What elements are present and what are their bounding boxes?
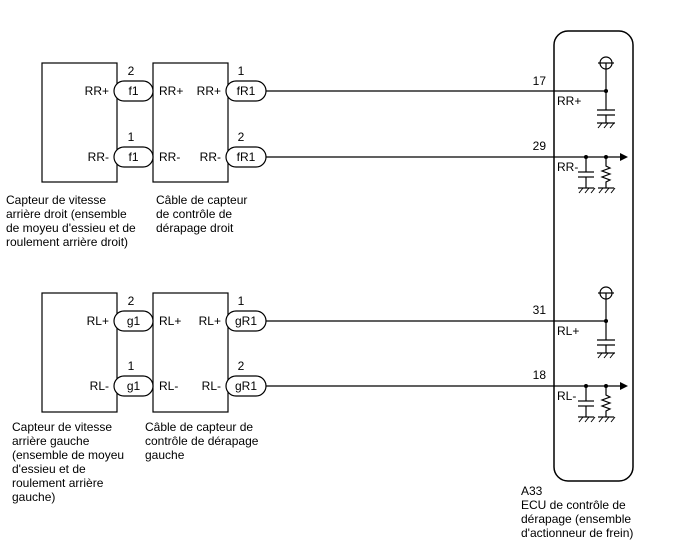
cable-box-left — [152, 292, 229, 413]
sensor-connector-label: f1 — [128, 150, 138, 164]
sensor-pin-label: RR+ — [85, 84, 109, 98]
ecu-box — [553, 30, 634, 482]
sensor-connector-label: f1 — [128, 84, 138, 98]
sensor-pin-label: RL+ — [87, 314, 109, 328]
cable-out-label: RR+ — [197, 84, 221, 98]
sensor-connector-label: g1 — [127, 379, 141, 393]
cable-in-label: RL+ — [159, 314, 181, 328]
ecu-terminal-label: RR+ — [557, 94, 581, 108]
cable-out-label: RL+ — [199, 314, 221, 328]
cable-pin-number: 2 — [238, 359, 245, 373]
cable-connector-label: fR1 — [237, 150, 256, 164]
connector-pill — [113, 375, 154, 397]
cable-in-label: RR+ — [159, 84, 183, 98]
cable-pin-number: 1 — [238, 64, 245, 78]
sensor-pin-number: 1 — [128, 130, 135, 144]
cable-out-label: RL- — [202, 379, 221, 393]
cable-out-label: RR- — [200, 150, 221, 164]
connector-pill — [225, 375, 267, 397]
cable-pin-number: 1 — [238, 294, 245, 308]
connector-pill — [113, 146, 154, 168]
sensor-connector-label: g1 — [127, 314, 141, 328]
sensor-label-left: Capteur de vitesse arrière gauche (ensem… — [12, 420, 125, 504]
ecu-code: A33 — [521, 484, 543, 498]
ecu-pin-number: 17 — [533, 74, 547, 88]
cable-label-left: Câble de capteur de contrôle de dérapage… — [145, 420, 259, 462]
connector-pill — [225, 310, 267, 332]
ecu-terminal-label: RR- — [557, 160, 578, 174]
sensor-pin-label: RL- — [90, 379, 109, 393]
cable-in-label: RR- — [159, 150, 180, 164]
cable-connector-label: gR1 — [235, 314, 257, 328]
cable-label-right: Câble de capteur de contrôle de dérapage… — [156, 193, 248, 235]
ecu-pin-number: 29 — [533, 139, 547, 153]
ecu-label: ECU de contrôle de dérapage (ensemble d'… — [521, 498, 634, 540]
cable-in-label: RL- — [159, 379, 178, 393]
cable-pin-number: 2 — [238, 130, 245, 144]
connector-pill — [225, 146, 267, 168]
sensor-pin-number: 2 — [128, 294, 135, 308]
connector-pill — [113, 310, 154, 332]
ecu-terminal-label: RL+ — [557, 324, 579, 338]
sensor-box-right — [41, 62, 118, 183]
cable-connector-label: gR1 — [235, 379, 257, 393]
connector-pill — [113, 80, 154, 102]
sensor-label-right: Capteur de vitesse arrière droit (ensemb… — [6, 193, 136, 249]
sensor-pin-label: RR- — [88, 150, 109, 164]
cable-connector-label: fR1 — [237, 84, 256, 98]
ecu-pin-number: 31 — [533, 303, 547, 317]
sensor-pin-number: 1 — [128, 359, 135, 373]
cable-box-right — [152, 62, 229, 183]
sensor-pin-number: 2 — [128, 64, 135, 78]
ecu-pin-number: 18 — [533, 368, 547, 382]
ecu-terminal-label: RL- — [557, 389, 576, 403]
sensor-box-left — [41, 292, 118, 413]
